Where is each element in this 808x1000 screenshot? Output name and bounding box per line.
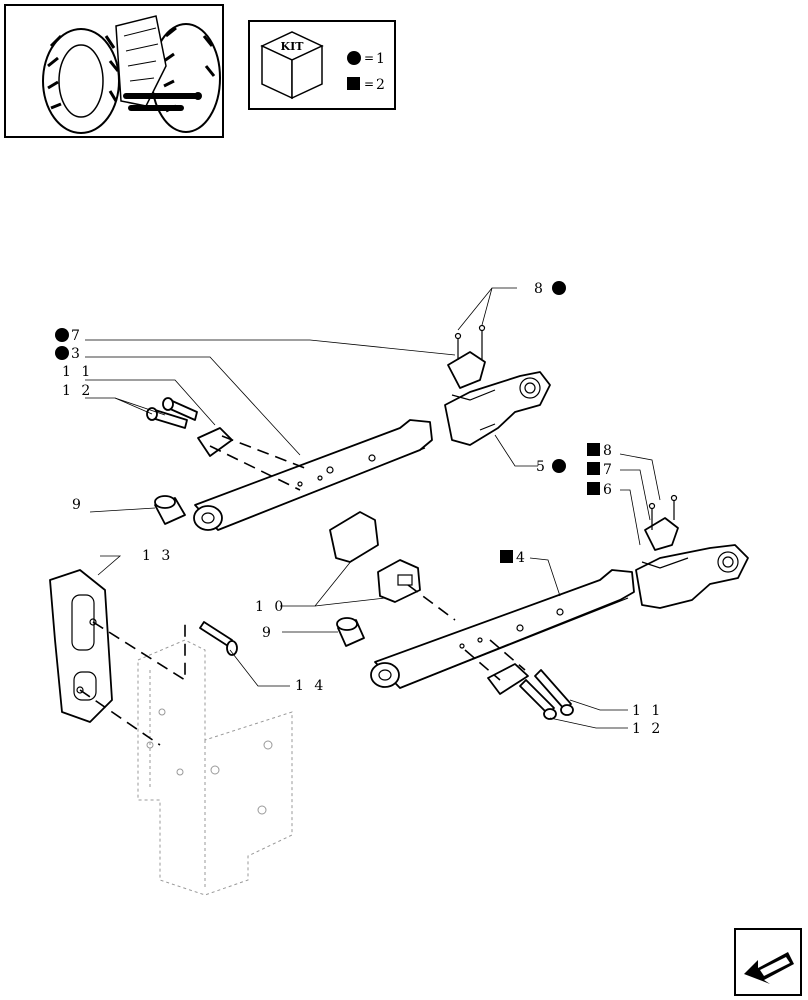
callout-11-right: 1 1 (632, 703, 663, 719)
assembly-line (209, 445, 301, 491)
callout-12-left: 1 2 (62, 383, 93, 399)
callout-3-circle: 3 (71, 346, 83, 362)
bolts-upper-part-12 (146, 397, 198, 429)
pins-upper-part-8 (454, 324, 486, 360)
arrow-back-icon (744, 952, 794, 984)
lower-link-lower (370, 569, 635, 689)
lower-link-upper (193, 419, 433, 531)
next-page-button[interactable] (734, 928, 802, 996)
callouts: 8 7 3 1 1 1 2 9 5 8 7 6 4 1 3 1 0 9 1 4 … (55, 281, 663, 737)
callout-7-square: 7 (603, 462, 615, 478)
pins-lower-part-8 (648, 494, 678, 530)
square-symbol-icon (347, 77, 360, 90)
assembly-line (407, 584, 456, 621)
callout-5-circle: 5 (536, 459, 548, 475)
callout-4-square: 4 (516, 550, 528, 566)
cap-lower-part-10 (377, 559, 421, 603)
tractor-rear-view-illustration (8, 8, 221, 134)
circle-kit-value: 1 (376, 51, 385, 67)
circle-symbol-icon (347, 51, 361, 65)
bushing-lower-part-9 (336, 617, 365, 647)
hook-end-upper-part-5 (444, 371, 551, 446)
callout-8-square: 8 (603, 443, 615, 459)
bolt-part-14 (199, 621, 238, 656)
square-marker-icon (587, 462, 600, 475)
callout-14: 1 4 (295, 678, 326, 694)
circle-marker-icon (552, 459, 566, 473)
kit-label: KIT (281, 40, 305, 53)
kit-legend: KIT = 1 = 2 (248, 20, 396, 110)
square-equals: = (364, 77, 374, 91)
circle-marker-icon (55, 346, 69, 360)
kit-legend-graphic: KIT = 1 = 2 (260, 31, 385, 100)
circle-marker-icon (55, 328, 69, 342)
callout-8-circle: 8 (534, 281, 546, 297)
plate-lower-part-11 (487, 663, 529, 695)
kit-cube-icon (260, 31, 324, 100)
leader-lines (85, 287, 661, 729)
bolts-lower-part-12 (519, 669, 574, 720)
mounting-bracket (137, 639, 293, 896)
square-marker-icon (500, 550, 513, 563)
square-kit-value: 2 (376, 77, 385, 93)
assembly-line (79, 689, 161, 746)
callout-6-square: 6 (603, 482, 615, 498)
assembly-line (489, 639, 526, 671)
plate-upper-part-11 (197, 427, 233, 457)
latch-upper (447, 351, 486, 389)
callout-7-circle: 7 (71, 328, 83, 344)
square-marker-icon (587, 443, 600, 456)
callout-9-upper: 9 (72, 497, 84, 513)
latch-lower (644, 517, 679, 551)
circle-marker-icon (552, 281, 566, 295)
square-marker-icon (587, 482, 600, 495)
bushing-upper-part-9 (154, 495, 186, 525)
circle-equals: = (364, 51, 374, 65)
assembly-line (221, 435, 311, 471)
callout-13: 1 3 (142, 548, 173, 564)
callout-12-right: 1 2 (632, 721, 663, 737)
callout-9-lower: 9 (262, 625, 274, 641)
callout-11-left: 1 1 (62, 364, 93, 380)
assembly-line (464, 649, 501, 681)
cap-upper-part-10 (329, 511, 379, 563)
tractor-thumbnail (4, 4, 224, 138)
hook-end-lower (635, 544, 749, 609)
hook-plate-part-13 (49, 569, 113, 723)
callout-10: 1 0 (255, 599, 286, 615)
